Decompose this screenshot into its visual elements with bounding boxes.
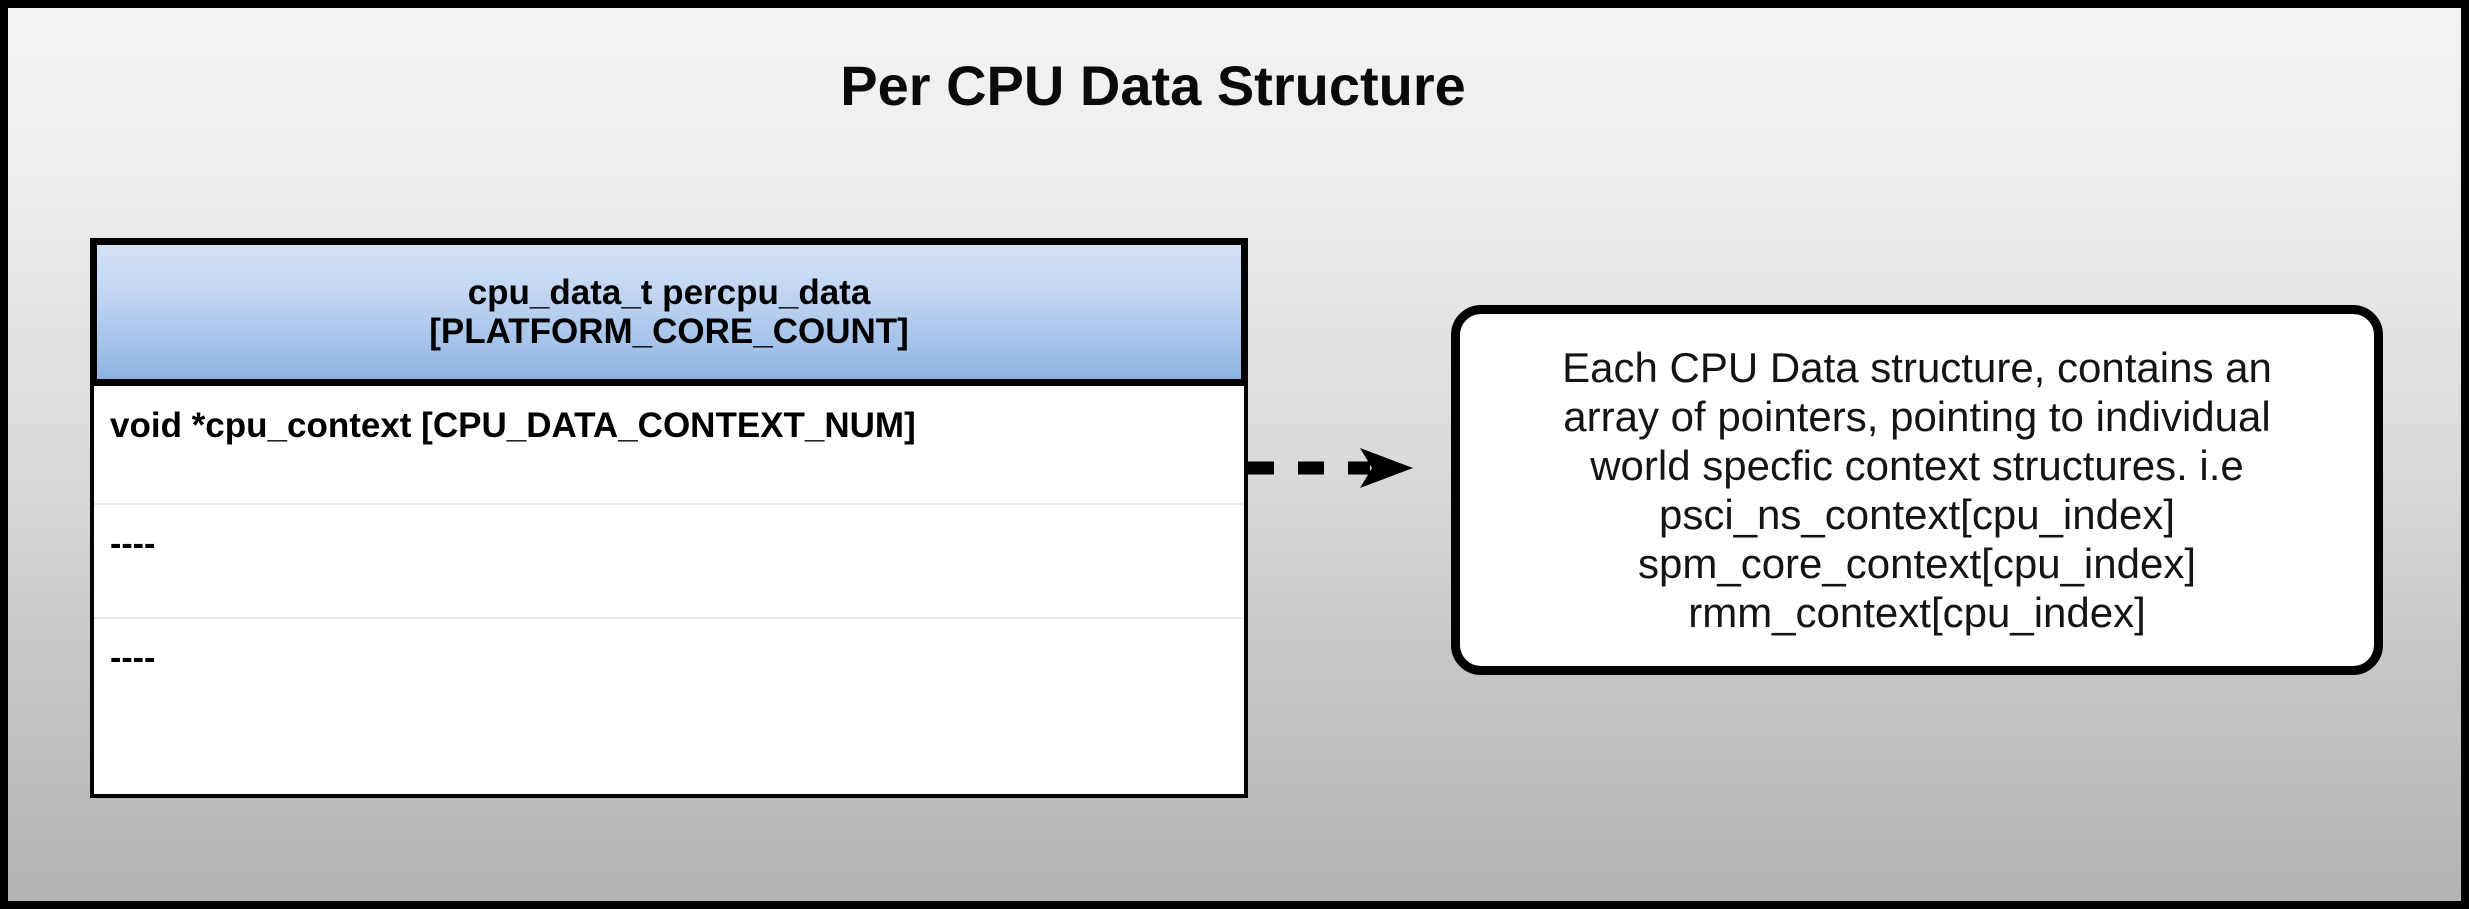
struct-header-line-2: [PLATFORM_CORE_COUNT] (429, 312, 909, 351)
struct-field-placeholder-1: ---- (110, 525, 156, 563)
arrow-icon (1248, 448, 1413, 488)
struct-table-body: void *cpu_context [CPU_DATA_CONTEXT_NUM]… (90, 386, 1248, 798)
note-line-5: spm_core_context[cpu_index] (1638, 540, 2196, 588)
percpu-data-struct-table: cpu_data_t percpu_data [PLATFORM_CORE_CO… (90, 238, 1248, 798)
note-line-4: psci_ns_context[cpu_index] (1659, 491, 2175, 538)
note-line-6: rmm_context[cpu_index] (1688, 589, 2146, 637)
note-callout-box: Each CPU Data structure, contains an arr… (1451, 305, 2383, 675)
page-title: Per CPU Data Structure (840, 54, 1466, 117)
struct-table-header: cpu_data_t percpu_data [PLATFORM_CORE_CO… (90, 238, 1248, 386)
dashed-arrow-connector (1248, 448, 1428, 488)
table-row: ---- (94, 617, 1244, 731)
arrow-head (1360, 448, 1413, 488)
table-row: ---- (94, 503, 1244, 617)
struct-field-cpu-context: void *cpu_context [CPU_DATA_CONTEXT_NUM] (110, 406, 916, 445)
note-callout-text: Each CPU Data structure, contains an arr… (1536, 343, 2298, 638)
struct-header-line-1: cpu_data_t percpu_data (467, 272, 871, 312)
table-row: void *cpu_context [CPU_DATA_CONTEXT_NUM] (94, 386, 1244, 503)
note-line-2: array of pointers, pointing to individua… (1563, 392, 2271, 440)
note-line-3: world specfic context structures. i.e (1590, 441, 2244, 489)
diagram-background-panel: Per CPU Data Structure cpu_data_t percpu… (8, 8, 2461, 901)
struct-field-placeholder-2: ---- (110, 639, 156, 677)
note-line-1: Each CPU Data structure, contains an (1562, 343, 2272, 391)
